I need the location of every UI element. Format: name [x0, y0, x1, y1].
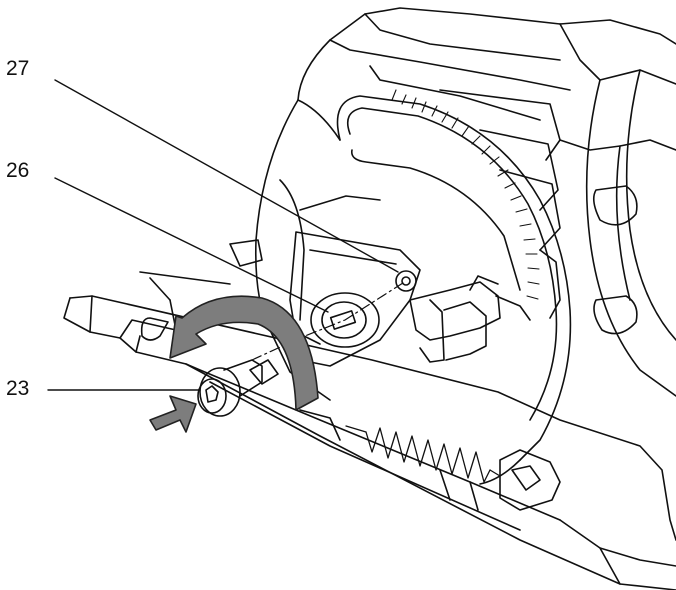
- spring-anchor: [499, 449, 561, 511]
- return-spring: [345, 425, 501, 483]
- push-arrow-icon: [149, 395, 197, 433]
- angle-scale: [391, 89, 540, 300]
- rotation-arrow-icon: [169, 295, 319, 411]
- depth-lever: [409, 275, 531, 363]
- leader-line-26: [54, 177, 329, 313]
- washer: [310, 292, 380, 348]
- blade-guard: [254, 95, 572, 485]
- callout-23: 23: [6, 377, 30, 400]
- callout-26: 26: [6, 159, 30, 182]
- callout-27: 27: [6, 57, 30, 80]
- alignment-axis: [251, 280, 407, 361]
- hex-screw-hole: [395, 270, 417, 292]
- leader-line-27: [54, 79, 399, 273]
- bolt: [197, 359, 263, 417]
- base-plate: [63, 271, 676, 590]
- upper-housing: [297, 7, 676, 397]
